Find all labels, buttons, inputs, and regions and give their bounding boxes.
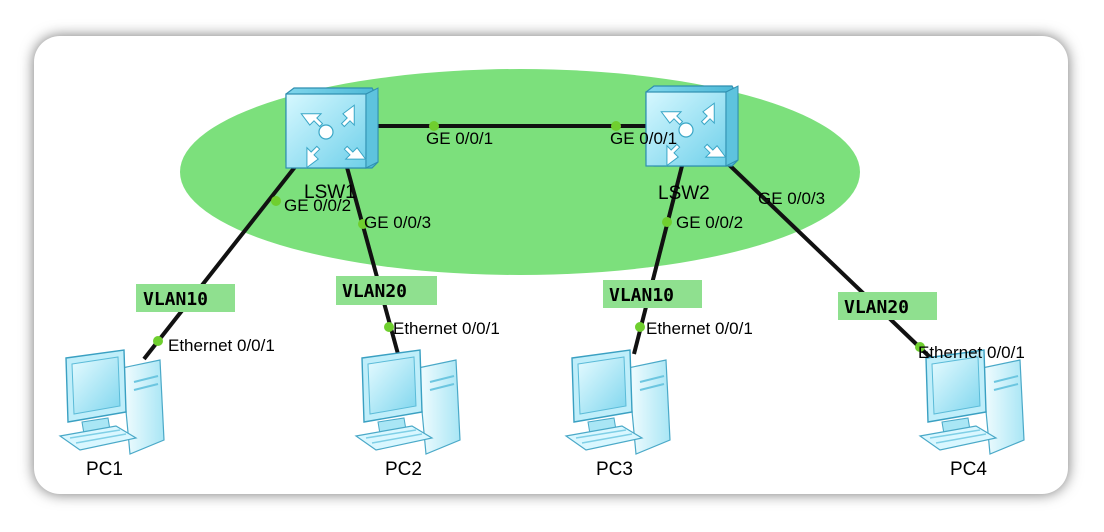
pc-label-pc4: PC4 (950, 459, 987, 480)
link-lsw2-pc4 (720, 156, 937, 364)
port-dot (429, 121, 439, 131)
pc-label-pc1: PC1 (86, 459, 123, 480)
vlan-tag-pc2: VLAN20 (342, 281, 407, 302)
port-dot (384, 322, 394, 332)
vlan-tag-pc4: VLAN20 (844, 297, 909, 318)
pc-icon[interactable] (355, 349, 461, 455)
layer3-switch-icon[interactable] (285, 87, 379, 170)
link-lsw1-pc1 (142, 156, 304, 361)
vlan-tag-box (838, 292, 937, 320)
port-dot (271, 196, 281, 206)
pc-icon[interactable] (565, 349, 671, 455)
port-dot (915, 342, 925, 352)
layer3-switch-icon[interactable] (645, 85, 739, 168)
vlan-tag-box (603, 280, 702, 308)
port-label-lsw2-ge002: GE 0/0/2 (676, 213, 743, 232)
vlan-tag-box (336, 276, 437, 305)
port-dot (635, 322, 645, 332)
switch-label-lsw1: LSW1 (304, 182, 356, 203)
port-dot (358, 219, 368, 229)
switching-domain-ellipse (180, 69, 860, 275)
port-label-lsw1-ge003: GE 0/0/3 (364, 213, 431, 232)
link-lsw2-pc3 (632, 157, 686, 355)
pc-icon[interactable] (59, 349, 165, 455)
pc-label-pc2: PC2 (385, 459, 422, 480)
port-dot (662, 217, 672, 227)
pc-icon[interactable] (919, 349, 1025, 455)
link-lsw1-pc2 (343, 159, 400, 355)
port-label-pc3-eth: Ethernet 0/0/1 (646, 319, 753, 338)
port-label-pc2-eth: Ethernet 0/0/1 (393, 319, 500, 338)
port-label-pc1-eth: Ethernet 0/0/1 (168, 336, 275, 355)
port-label-lsw2-ge003: GE 0/0/3 (758, 189, 825, 208)
vlan-tag-box (136, 284, 235, 312)
switch-label-lsw2: LSW2 (658, 183, 710, 204)
port-label-lsw2-ge001: GE 0/0/1 (610, 129, 677, 148)
port-label-lsw1-ge001: GE 0/0/1 (426, 129, 493, 148)
vlan-tag-pc3: VLAN10 (609, 285, 674, 306)
vlan-tag-pc1: VLAN10 (143, 289, 208, 310)
pc-label-pc3: PC3 (596, 459, 633, 480)
port-label-lsw1-ge002: GE 0/0/2 (284, 196, 351, 215)
port-dot (153, 336, 163, 346)
port-dot (611, 121, 621, 131)
port-label-pc4-eth: Ethernet 0/0/1 (918, 343, 1025, 362)
